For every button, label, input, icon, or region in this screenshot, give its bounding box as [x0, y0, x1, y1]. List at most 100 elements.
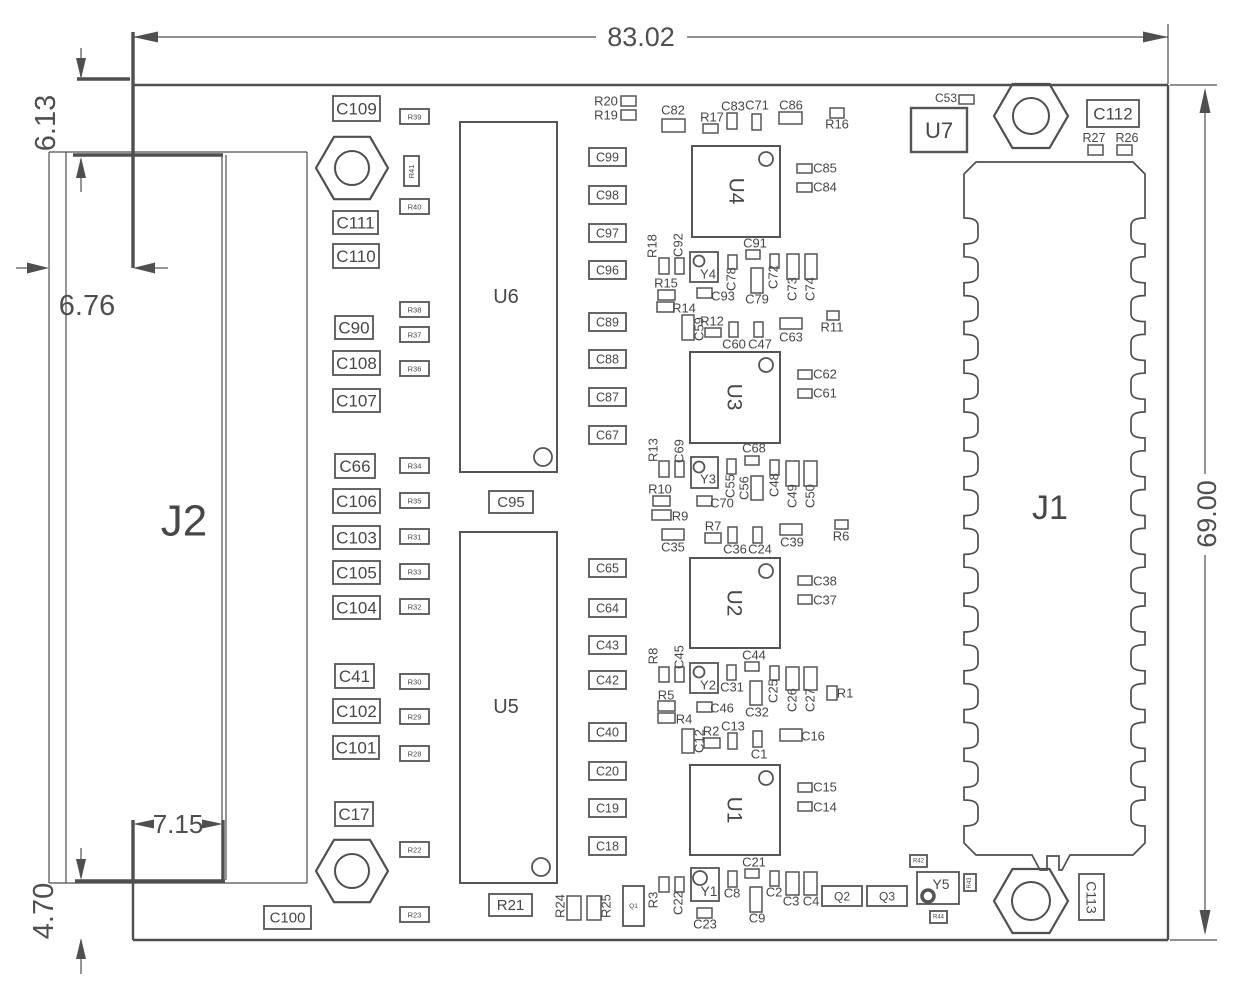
svg-text:C61: C61 [813, 386, 837, 401]
part-u7: U7 [909, 106, 969, 154]
svg-text:C89: C89 [596, 316, 619, 330]
svg-text:C45: C45 [672, 645, 687, 669]
part-c31: C31 [720, 664, 744, 695]
part-c2: C2 [766, 870, 782, 900]
part-c37: C37 [797, 593, 837, 608]
svg-text:R12: R12 [700, 314, 724, 329]
part-r39: R39 [399, 108, 430, 125]
dim-board-width: 83.02 [607, 22, 675, 52]
svg-text:R25: R25 [599, 894, 614, 918]
part-r33: R33 [399, 563, 430, 580]
svg-text:R6: R6 [833, 529, 850, 544]
mounting-hole-4 [992, 867, 1070, 935]
part-r13: R13 [646, 438, 670, 478]
part-r12: R12 [700, 314, 724, 338]
part-c26: C26 [785, 666, 800, 712]
hex-nut-icon [992, 82, 1070, 150]
part-c70: C70 [696, 495, 734, 511]
svg-text:R26: R26 [1116, 131, 1139, 145]
part-r41: R41 [403, 155, 420, 187]
svg-text:C16: C16 [801, 729, 825, 744]
svg-text:C37: C37 [813, 593, 837, 608]
svg-text:C74: C74 [803, 277, 818, 301]
svg-text:C97: C97 [596, 227, 619, 241]
svg-text:Y5: Y5 [932, 876, 949, 892]
arrow-height-bottom [1199, 910, 1211, 935]
part-c44: C44 [742, 648, 766, 672]
svg-text:C47: C47 [748, 337, 772, 352]
part-c27: C27 [803, 666, 818, 712]
part-c40: C40 [588, 722, 627, 742]
svg-text:7.15: 7.15 [153, 809, 204, 839]
part-c91: C91 [743, 236, 767, 260]
svg-text:C79: C79 [745, 292, 769, 307]
part-c47: C47 [748, 321, 772, 352]
part-c74: C74 [803, 253, 818, 301]
part-c24: C24 [748, 526, 772, 557]
svg-text:C60: C60 [722, 337, 746, 352]
part-c63: C63 [779, 317, 803, 345]
mounting-hole-2 [314, 838, 390, 904]
svg-text:R44: R44 [933, 915, 945, 921]
svg-text:R1: R1 [837, 686, 854, 701]
svg-text:C22: C22 [671, 891, 686, 915]
part-c13: C13 [721, 719, 745, 750]
part-c56: C56 [737, 475, 764, 501]
dim-j2-depth: 7.15 [153, 809, 204, 839]
svg-text:C24: C24 [748, 542, 772, 557]
svg-text:C43: C43 [596, 639, 619, 653]
hole-circle-icon [1012, 97, 1050, 135]
part-c48: C48 [767, 459, 782, 497]
part-c89: C89 [588, 312, 627, 332]
svg-text:R41: R41 [407, 165, 416, 179]
svg-text:C27: C27 [803, 688, 818, 712]
svg-text:U7: U7 [925, 118, 953, 143]
part-c38: C38 [797, 574, 837, 589]
part-r1: R1 [826, 685, 854, 701]
part-c18: C18 [588, 836, 627, 856]
part-r24: R24 [553, 894, 582, 921]
svg-text:C18: C18 [596, 840, 619, 854]
svg-text:C17: C17 [338, 805, 369, 824]
arrow-width-left [133, 31, 158, 43]
svg-text:C63: C63 [779, 330, 803, 345]
svg-text:C44: C44 [742, 648, 766, 663]
svg-text:R43: R43 [967, 877, 973, 889]
svg-text:C103: C103 [336, 529, 377, 548]
svg-text:C9: C9 [749, 911, 766, 926]
svg-text:C70: C70 [710, 496, 734, 511]
arrow-470-up [76, 938, 86, 959]
part-r36: R36 [399, 360, 430, 377]
hex-nut-icon [314, 135, 390, 201]
svg-text:C39: C39 [780, 535, 804, 550]
part-j2: J2 [161, 497, 207, 546]
part-r26: R26 [1116, 131, 1139, 156]
part-c36: C36 [723, 526, 747, 557]
svg-text:C38: C38 [813, 574, 837, 589]
svg-text:C4: C4 [803, 894, 820, 909]
part-r8: R8 [646, 648, 670, 683]
svg-text:C56: C56 [737, 476, 752, 500]
svg-text:C59: C59 [692, 317, 707, 341]
part-c3: C3 [783, 871, 800, 909]
svg-text:C84: C84 [813, 180, 837, 195]
part-r23: R23 [399, 906, 430, 923]
svg-text:R42: R42 [913, 859, 925, 865]
part-c15: C15 [797, 780, 837, 795]
svg-text:C41: C41 [339, 667, 370, 686]
svg-text:U2: U2 [723, 590, 746, 617]
part-c71: C71 [745, 98, 769, 131]
svg-text:C106: C106 [336, 492, 377, 511]
svg-text:R22: R22 [408, 846, 422, 855]
part-r42: R42 [909, 854, 928, 868]
svg-text:C26: C26 [785, 688, 800, 712]
part-c55: C55 [723, 458, 738, 498]
part-r30: R30 [399, 673, 430, 690]
part-q3: Q3 [866, 885, 908, 907]
svg-text:R8: R8 [646, 648, 661, 665]
svg-text:C66: C66 [339, 457, 370, 476]
part-c109: C109 [332, 95, 381, 122]
part-c83: C83 [721, 99, 745, 130]
svg-text:C87: C87 [596, 391, 619, 405]
